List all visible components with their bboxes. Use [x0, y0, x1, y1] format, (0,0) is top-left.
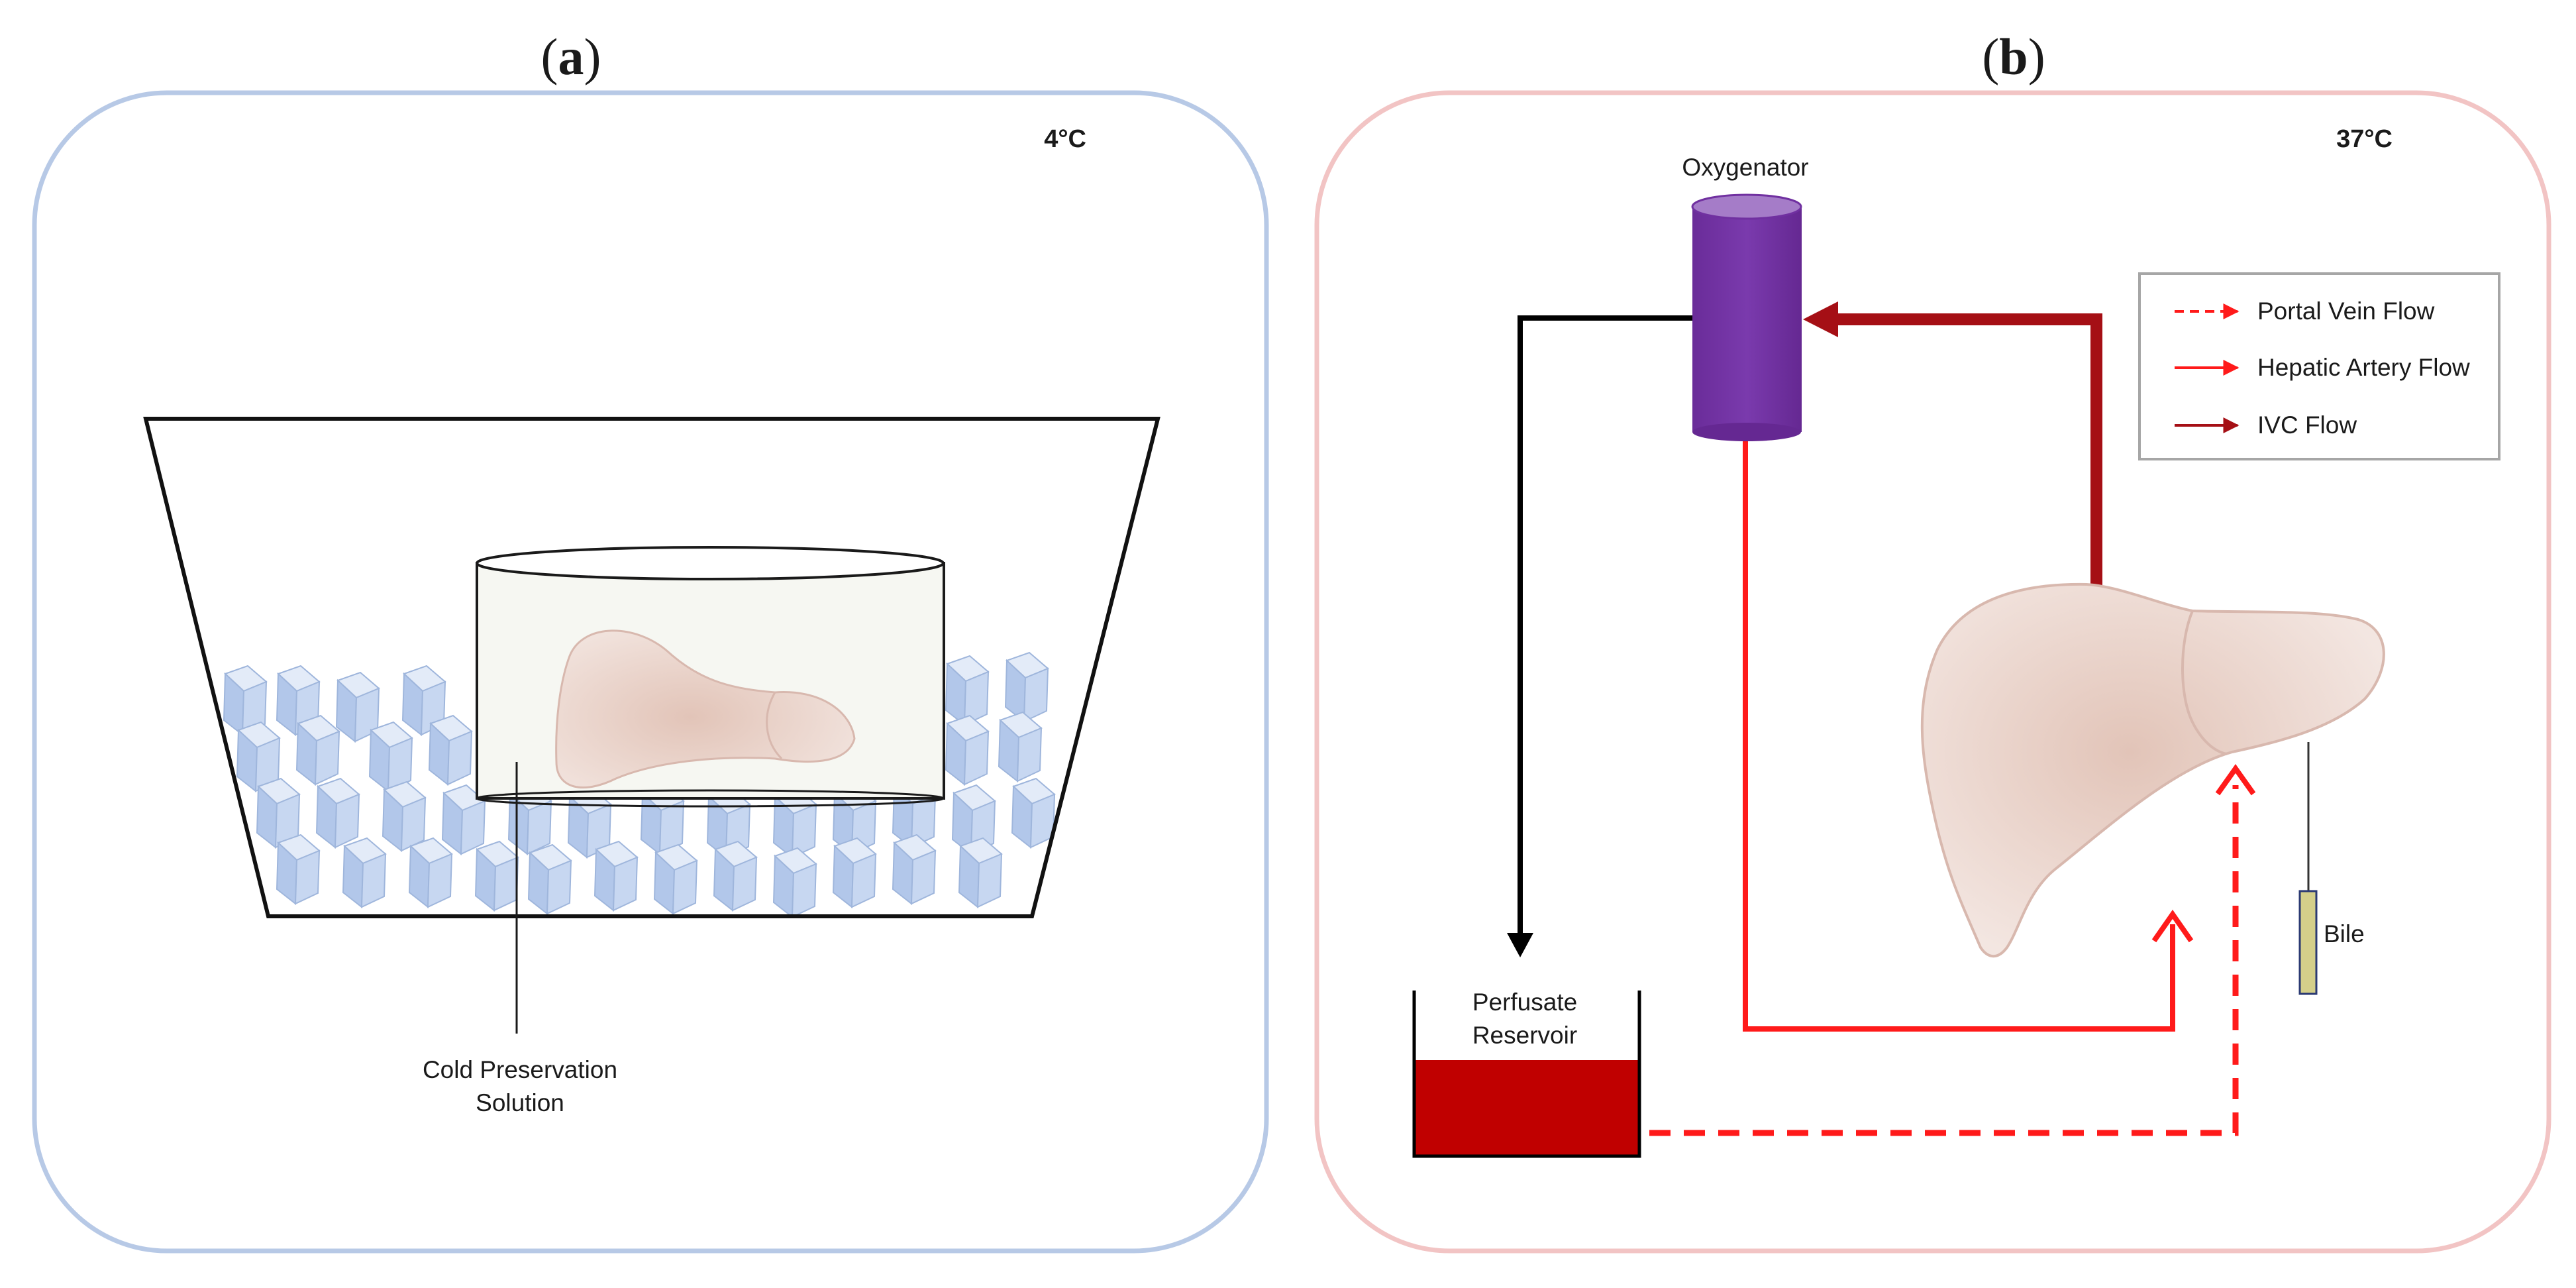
preservation-container — [476, 546, 945, 808]
legend-label-ivc: IVC Flow — [2257, 411, 2357, 439]
oxygenator-label: Oxygenator — [1682, 154, 1808, 181]
ivc-flow-line — [1831, 313, 2102, 596]
solution-label-line1: Cold Preservation — [423, 1056, 617, 1083]
panel-b: (b) 37°C Oxygenator Perfusate Reservoir — [1314, 28, 2551, 1254]
panel-a-temperature: 4°C — [1044, 125, 1086, 153]
liver — [1920, 582, 2385, 958]
reservoir-label-line1: Perfusate — [1472, 989, 1577, 1016]
panel-b-letter: (b) — [1982, 28, 2045, 85]
reservoir-label-line2: Reservoir — [1472, 1022, 1577, 1049]
return-line-arrowhead — [1507, 933, 1533, 957]
ice-bucket — [143, 417, 1160, 918]
bile-tube — [2298, 742, 2318, 995]
ivc-flow-arrowhead — [1803, 301, 1838, 337]
hepatic-artery-line — [1743, 437, 2175, 1032]
legend: Portal Vein Flow Hepatic Artery Flow IVC… — [2138, 272, 2500, 460]
liver-icon — [555, 629, 856, 789]
panel-a: (a) 4°C — [32, 28, 1269, 1254]
panel-b-frame — [1314, 90, 2551, 1254]
panel-a-frame — [32, 90, 1269, 1254]
solution-label-line2: Solution — [476, 1089, 564, 1116]
legend-item-ivc: IVC Flow — [2175, 411, 2357, 439]
oxygenator — [1691, 193, 1802, 441]
legend-label-portal-vein: Portal Vein Flow — [2257, 297, 2435, 325]
legend-label-hepatic-artery: Hepatic Artery Flow — [2257, 354, 2470, 381]
panel-b-temperature: 37°C — [2336, 125, 2393, 153]
portal-vein-line — [1649, 785, 2239, 1136]
return-line — [1518, 315, 1692, 941]
portal-vein-arrowhead — [2215, 764, 2256, 796]
panel-a-letter: (a) — [541, 28, 601, 85]
bile-label: Bile — [2324, 920, 2365, 947]
legend-item-portal-vein: Portal Vein Flow — [2175, 297, 2435, 325]
perfusate-reservoir — [1412, 991, 1641, 1158]
hepatic-artery-arrowhead — [2151, 910, 2194, 943]
legend-item-hepatic-artery: Hepatic Artery Flow — [2175, 354, 2470, 381]
